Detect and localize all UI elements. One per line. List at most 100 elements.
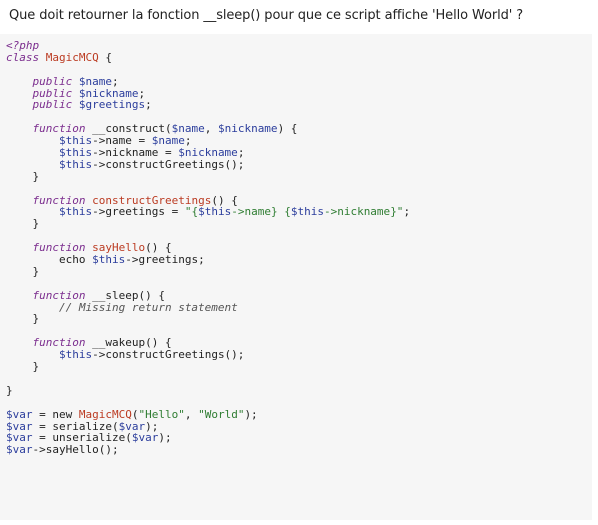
code-token: $this — [58, 146, 93, 160]
code-token: , — [184, 407, 199, 421]
code-line: } — [6, 361, 592, 373]
code-token: ; — [184, 134, 192, 148]
code-token: public — [32, 98, 73, 112]
code-token: = unserialize( — [32, 431, 132, 445]
code-token: $greetings — [78, 98, 146, 112]
code-line: $this->name = $name; — [6, 135, 592, 147]
code-token: $var — [6, 419, 33, 433]
code-line: $this->greetings = "{$this->name} {$this… — [6, 206, 592, 218]
code-token: echo — [6, 253, 93, 267]
code-line: class MagicMCQ { — [6, 50, 592, 64]
code-token: function — [32, 122, 86, 136]
code-line: echo $this->greetings; — [6, 254, 592, 266]
code-line: $this->constructGreetings(); — [6, 349, 592, 361]
code-line: // Missing return statement — [6, 300, 592, 314]
code-line: } — [6, 169, 592, 183]
code-token: }" — [390, 205, 404, 219]
code-token: $name — [151, 134, 185, 148]
code-token: $this — [290, 205, 324, 219]
code-line: } — [6, 264, 592, 278]
code-token: MagicMCQ — [78, 407, 132, 421]
question-text: Que doit retourner la fonction __sleep()… — [9, 8, 524, 23]
code-token: // Missing return statement — [58, 300, 238, 314]
code-token: __construct( — [85, 122, 172, 136]
code-token: = new — [32, 407, 79, 421]
code-token: function — [32, 241, 86, 255]
code-token: __sleep() { — [85, 288, 165, 302]
code-token: $this — [58, 205, 93, 219]
code-token: ; — [138, 86, 146, 100]
code-token: } — [6, 217, 40, 231]
code-token: } — [6, 360, 40, 374]
code-token: $name — [78, 74, 112, 88]
code-token: ; — [403, 205, 411, 219]
code-token: { — [98, 50, 112, 64]
code-token: $nickname — [217, 122, 278, 136]
code-token: public — [32, 86, 73, 100]
code-line: $var = unserialize($var); — [6, 432, 592, 444]
code-token: } — [6, 264, 40, 278]
code-token: $name — [171, 122, 205, 136]
code-token: ); — [145, 419, 159, 433]
code-token: ->nickname = — [92, 146, 179, 160]
code-token: "{ — [184, 205, 199, 219]
code-token: "World" — [198, 407, 245, 421]
code-token: __wakeup() { — [85, 336, 172, 350]
code-token: public — [32, 74, 73, 88]
code-token: ->nickname — [323, 205, 391, 219]
code-token: ->name = — [92, 134, 152, 148]
code-token — [72, 98, 79, 111]
code-line: $var->sayHello(); — [6, 444, 592, 456]
code-token: class — [6, 50, 40, 64]
code-token: , — [204, 122, 218, 136]
code-line: } — [6, 218, 592, 230]
code-line: function sayHello() { — [6, 242, 592, 254]
code-token: ); — [158, 431, 172, 445]
code-token: ) { — [277, 122, 298, 136]
code-token: "Hello" — [138, 407, 185, 421]
code-token: $nickname — [78, 86, 139, 100]
code-token: } — [6, 169, 40, 183]
code-line: public $nickname; — [6, 86, 592, 100]
code-line: $this->nickname = $nickname; — [6, 147, 592, 159]
code-line: $var = new MagicMCQ("Hello", "World"); — [6, 407, 592, 421]
code-token: } { — [270, 205, 291, 219]
code-token: $var — [6, 443, 33, 457]
code-token: <?php — [6, 39, 40, 52]
code-token: ; — [112, 74, 119, 88]
code-line — [6, 373, 592, 385]
code-token: ( — [131, 407, 139, 421]
code-line: public $greetings; — [6, 99, 592, 111]
code-token: $this — [58, 348, 93, 362]
code-token: $var — [118, 419, 146, 433]
code-token: ; — [237, 146, 245, 160]
code-line: public $name; — [6, 74, 592, 88]
code-token: ->name — [231, 205, 271, 219]
code-token: ->greetings; — [125, 253, 205, 267]
code-line: $this->constructGreetings(); — [6, 157, 592, 171]
code-token: $this — [92, 253, 126, 267]
code-line: $var = serialize($var); — [6, 419, 592, 433]
code-token: } — [6, 312, 40, 326]
code-line: } — [6, 384, 592, 397]
code-line: <?php — [6, 40, 592, 52]
code-token: function — [32, 193, 86, 207]
code-line: function __wakeup() { — [6, 337, 592, 349]
code-token — [39, 51, 46, 64]
code-token: () { — [211, 193, 238, 207]
code-token: function — [32, 336, 86, 350]
code-token: ); — [244, 407, 258, 421]
code-token: $var — [131, 431, 159, 445]
code-token: ->greetings = — [92, 205, 185, 219]
code-token: $this — [58, 134, 93, 148]
code-line: function __construct($name, $nickname) { — [6, 123, 592, 135]
code-token: ; — [145, 98, 152, 112]
code-token: function — [32, 288, 86, 302]
code-token: $var — [6, 431, 33, 445]
code-token: ->sayHello(); — [32, 443, 119, 457]
code-token: $this — [58, 157, 93, 171]
code-token: () { — [145, 241, 172, 255]
code-line: function __sleep() { — [6, 288, 592, 302]
